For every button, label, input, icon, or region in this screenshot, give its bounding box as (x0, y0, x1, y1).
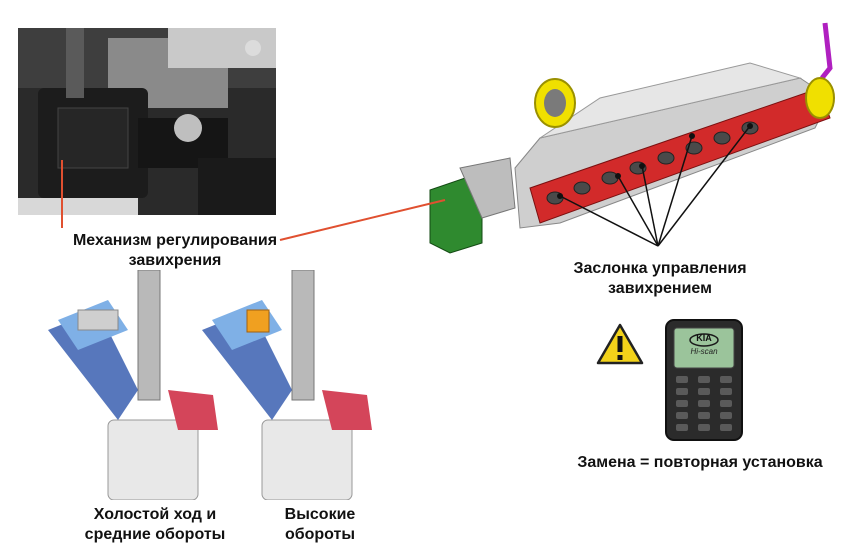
flap-label-line1: Заслонка управления (573, 260, 747, 277)
cylinder-idle-illustration (48, 270, 218, 500)
high-label: Высокие обороты (265, 505, 375, 545)
mechanism-label: Механизм регулирования завихрения (55, 231, 295, 271)
idle-label-line1: Холостой ход и (93, 506, 217, 523)
mechanism-label-line1: Механизм регулирования (72, 232, 278, 249)
warning-triangle-icon (596, 323, 644, 365)
flap-label: Заслонка управления завихрением (550, 259, 770, 299)
scanner-brand: KIA (696, 333, 712, 343)
flap-label-line2: завихрением (608, 280, 712, 297)
high-label-line1: Высокие (284, 506, 356, 523)
cylinder-high-illustration (202, 270, 372, 500)
engine-bay-photo (18, 28, 276, 215)
high-label-line2: обороты (284, 526, 356, 543)
mechanism-label-line2: завихрения (128, 252, 222, 269)
idle-label-line2: средние обороты (84, 526, 226, 543)
intake-manifold-illustration (429, 22, 835, 254)
replacement-label: Замена = повторная установка (577, 454, 823, 471)
idle-label: Холостой ход и средние обороты (70, 505, 240, 545)
diagnostic-scanner-icon (665, 319, 743, 441)
scanner-screen-text: Hi-scan (690, 347, 718, 356)
